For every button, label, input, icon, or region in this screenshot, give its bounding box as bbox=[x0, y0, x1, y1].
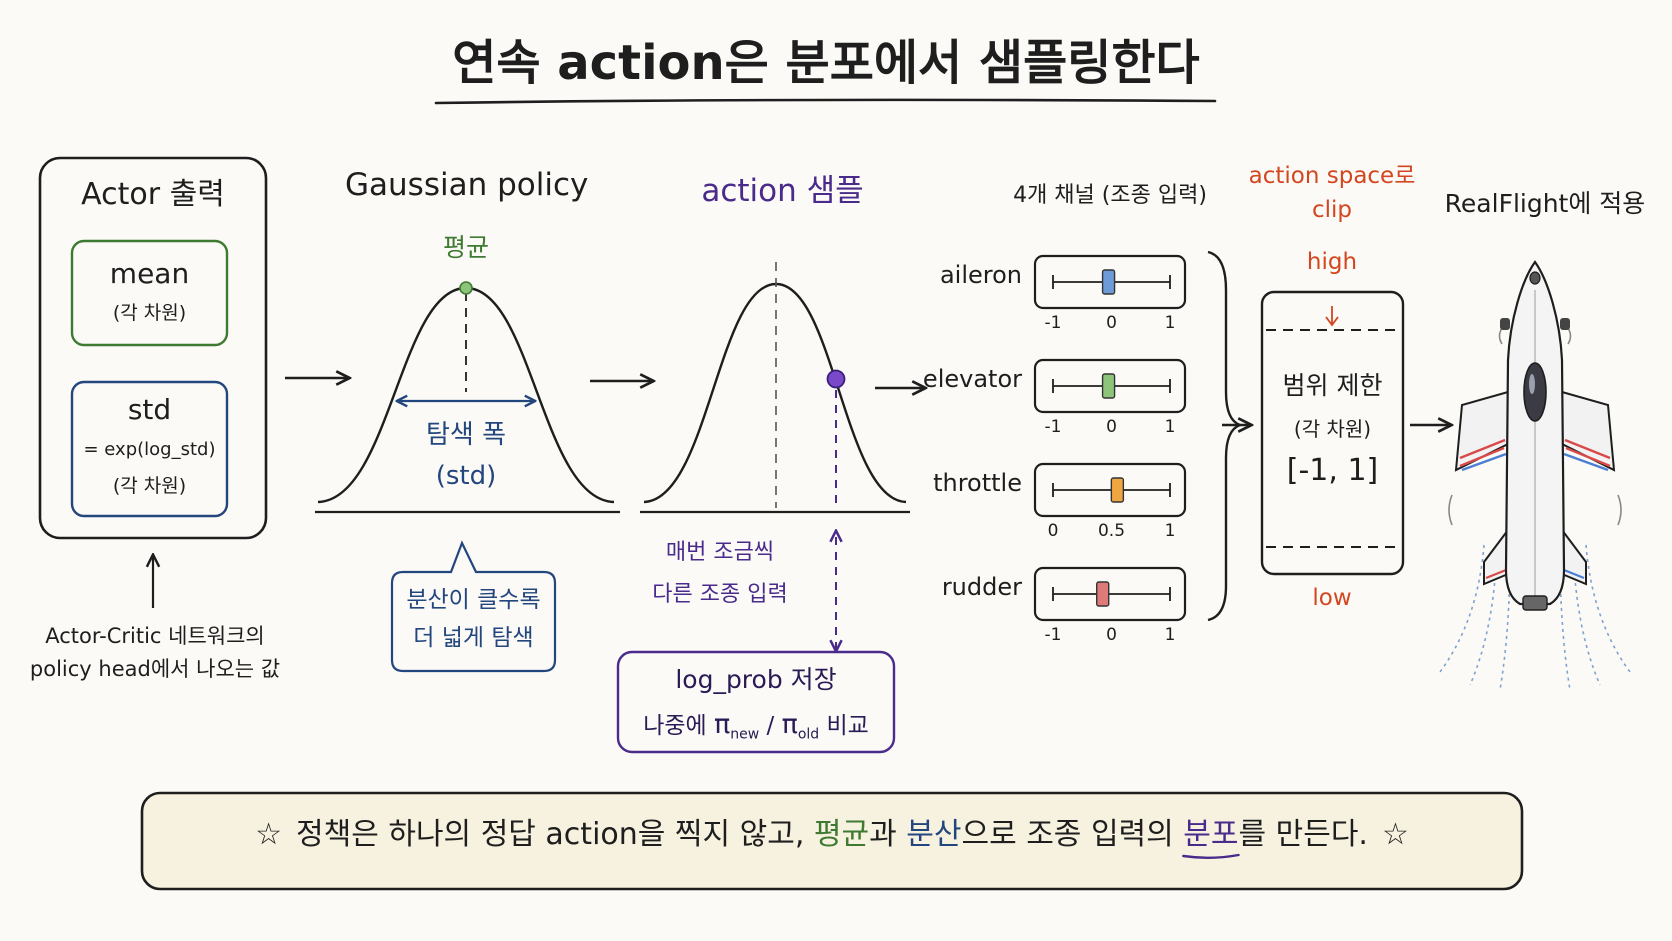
mean-tag: 평균 bbox=[442, 233, 489, 262]
channel-tick-label: -1 bbox=[1044, 625, 1062, 645]
logprob-compare: 나중에 πnew / πold 비교 bbox=[618, 709, 894, 743]
bottom-word-distribution: 분포 bbox=[1183, 817, 1239, 852]
clip-low-label: low bbox=[1312, 585, 1352, 611]
channel-tick-label: 1 bbox=[1164, 625, 1176, 645]
std-label: std bbox=[127, 393, 172, 426]
clip-title-line2: clip bbox=[1311, 197, 1353, 223]
bottom-text-part3: 으로 조종 입력의 bbox=[961, 817, 1184, 852]
mean-box bbox=[70, 239, 229, 347]
std-formula: = exp(log_std) bbox=[83, 439, 216, 460]
bottom-box bbox=[140, 791, 1524, 891]
clip-box bbox=[1260, 290, 1405, 576]
mean-label: mean bbox=[109, 257, 190, 290]
logprob-suffix: 비교 bbox=[819, 713, 869, 739]
pi-old-sub: old bbox=[797, 726, 820, 743]
logprob-prefix: 나중에 bbox=[643, 713, 714, 739]
title-underline bbox=[434, 98, 1217, 105]
bubble-line2: 더 넓게 탐색 bbox=[413, 625, 534, 651]
clip-label: 범위 제한 bbox=[1282, 371, 1383, 400]
pi-old-symbol: π bbox=[781, 709, 798, 740]
pi-slash: / bbox=[759, 713, 782, 739]
clip-range: [-1, 1] bbox=[1286, 453, 1379, 488]
channels-layer bbox=[1033, 254, 1187, 622]
logprob-box bbox=[616, 650, 896, 754]
channel-tick-label: 0 bbox=[1106, 417, 1117, 437]
bottom-word-variance: 분산 bbox=[906, 817, 962, 852]
bottom-text-part2: 과 bbox=[869, 817, 907, 852]
channel-tick-label: 0.5 bbox=[1097, 521, 1126, 541]
star-icon: ☆ bbox=[255, 817, 283, 852]
sample-note-line2: 다른 조종 입력 bbox=[652, 582, 788, 607]
actor-title: Actor 출력 bbox=[81, 177, 225, 212]
bottom-text-part1: 정책은 하나의 정답 action을 찍지 않고, bbox=[296, 817, 814, 852]
channel-tick-label: 0 bbox=[1106, 625, 1117, 645]
logprob-title: log_prob 저장 bbox=[675, 665, 837, 694]
std-box bbox=[70, 380, 229, 518]
variance-bubble bbox=[390, 540, 557, 673]
channel-box bbox=[1033, 566, 1187, 622]
sample-note-line1: 매번 조금씩 bbox=[665, 540, 775, 565]
clip-high-label: high bbox=[1306, 249, 1358, 275]
channel-tick-label: 1 bbox=[1164, 313, 1176, 333]
channel-name: throttle bbox=[933, 469, 1022, 497]
channels-title: 4개 채널 (조종 입력) bbox=[1013, 183, 1207, 208]
channel-name: aileron bbox=[939, 261, 1022, 289]
channel-tick-label: 0 bbox=[1047, 521, 1059, 541]
channel-handle bbox=[1101, 269, 1116, 295]
channel-name: elevator bbox=[922, 365, 1022, 393]
width-label: 탐색 폭 bbox=[425, 420, 507, 450]
bottom-text: ☆ 정책은 하나의 정답 action을 찍지 않고, 평균과 분산으로 조종 입… bbox=[142, 817, 1522, 853]
channel-box bbox=[1033, 462, 1187, 518]
clip-title-line1: action space로 bbox=[1248, 163, 1416, 189]
pi-new-sub: new bbox=[730, 726, 760, 743]
std-sub: (각 차원) bbox=[112, 475, 187, 497]
sample-title: action 샘플 bbox=[701, 173, 864, 209]
actor-caption-line1: Actor-Critic 네트워크의 bbox=[45, 624, 265, 648]
channels-brace bbox=[1207, 250, 1244, 622]
channel-tick-label: -1 bbox=[1044, 313, 1062, 333]
channel-box bbox=[1033, 358, 1187, 414]
high-arrow-head bbox=[1325, 316, 1339, 327]
apply-title: RealFlight에 적용 bbox=[1444, 189, 1646, 218]
sample-dot bbox=[826, 369, 846, 389]
channel-tick-label: 1 bbox=[1164, 521, 1176, 541]
mean-sub: (각 차원) bbox=[112, 302, 187, 324]
dist-underline bbox=[1182, 853, 1240, 859]
bottom-word-mean: 평균 bbox=[813, 817, 870, 852]
sample-curve bbox=[643, 282, 907, 504]
width-sub: (std) bbox=[435, 461, 497, 491]
bottom-text-part4: 를 만든다. bbox=[1238, 817, 1368, 852]
gaussian-title: Gaussian policy bbox=[345, 167, 589, 203]
channel-handle bbox=[1101, 373, 1116, 399]
channel-tick-label: 0 bbox=[1106, 313, 1117, 333]
actor-caption-line2: policy head에서 나오는 값 bbox=[29, 657, 281, 681]
page-title: 연속 action은 분포에서 샘플링한다 bbox=[452, 35, 1200, 91]
channel-tick-label: 1 bbox=[1164, 417, 1176, 437]
bubble-line1: 분산이 클수록 bbox=[406, 587, 541, 613]
pi-new-symbol: π bbox=[713, 709, 731, 740]
channel-box bbox=[1033, 254, 1187, 310]
channel-handle bbox=[1096, 581, 1110, 607]
mean-dot bbox=[459, 281, 473, 295]
actor-box bbox=[38, 156, 268, 540]
jet-aircraft-icon bbox=[1439, 260, 1631, 691]
channel-handle bbox=[1110, 477, 1125, 503]
channel-name: rudder bbox=[941, 573, 1022, 601]
clip-sub: (각 차원) bbox=[1293, 417, 1372, 441]
star-icon: ☆ bbox=[1381, 817, 1409, 852]
channel-tick-label: -1 bbox=[1044, 417, 1062, 437]
